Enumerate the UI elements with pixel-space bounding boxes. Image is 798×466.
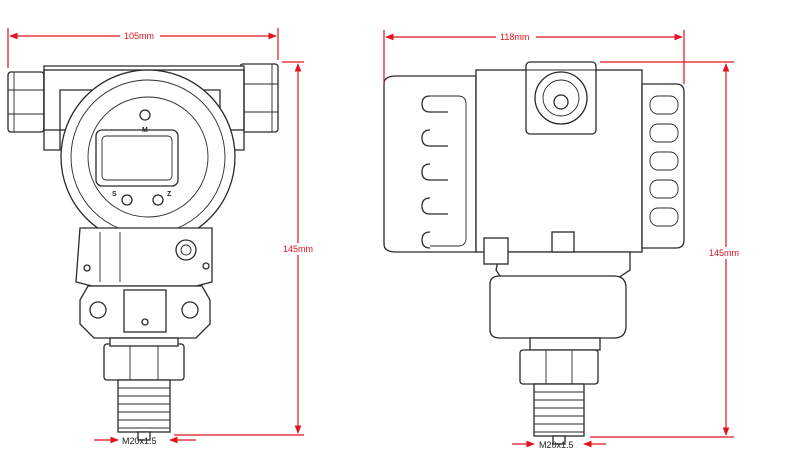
front-width-dimension: 105mm <box>7 28 279 68</box>
m-button-icon <box>139 109 151 121</box>
right-cooling-fins <box>649 95 679 227</box>
s-button-icon <box>121 194 133 206</box>
side-width-label: 118mm <box>500 32 529 42</box>
side-thread-stem <box>533 383 585 445</box>
front-width-label: 105mm <box>124 31 154 41</box>
front-height-label: 145mm <box>283 244 313 254</box>
side-clip <box>483 237 509 265</box>
fixing-hole-right-icon <box>202 262 210 270</box>
front-thread-dimension: M20x1.5 <box>94 436 196 446</box>
side-top-cable-gland <box>525 61 597 135</box>
right-cable-gland <box>239 63 279 133</box>
ground-screw-icon <box>175 239 197 261</box>
side-latch <box>551 231 575 253</box>
left-cooling-fins <box>421 95 467 249</box>
z-button-icon <box>152 194 164 206</box>
side-sensor-body <box>489 275 627 339</box>
sensor-bolt-left-icon <box>89 301 107 319</box>
cover-window-ring <box>87 96 209 218</box>
front-height-dimension: 145mm <box>174 61 316 436</box>
side-thread-label: M20x1.5 <box>539 440 574 450</box>
m-key-label: M <box>142 127 148 134</box>
left-cable-gland <box>7 71 45 133</box>
z-key-label: Z <box>167 191 172 198</box>
side-height-dimension: 145mm <box>590 61 744 438</box>
side-view <box>383 61 685 445</box>
sensor-bolt-right-icon <box>181 301 199 319</box>
front-hex-nut <box>103 337 185 381</box>
side-hex-nut <box>519 349 599 385</box>
lcd-display <box>95 129 179 187</box>
s-key-label: S <box>112 191 117 198</box>
side-height-label: 145mm <box>709 248 739 258</box>
side-thread-dimension: M20x1.5 <box>512 440 606 450</box>
front-thread-label: M20x1.5 <box>122 436 157 446</box>
front-view: M S Z <box>7 63 279 441</box>
sensor-plate <box>123 289 167 333</box>
front-thread-stem <box>117 379 171 441</box>
side-width-dimension: 118mm <box>383 30 685 84</box>
side-sensor-collar <box>529 337 601 351</box>
fixing-hole-left-icon <box>83 264 91 272</box>
